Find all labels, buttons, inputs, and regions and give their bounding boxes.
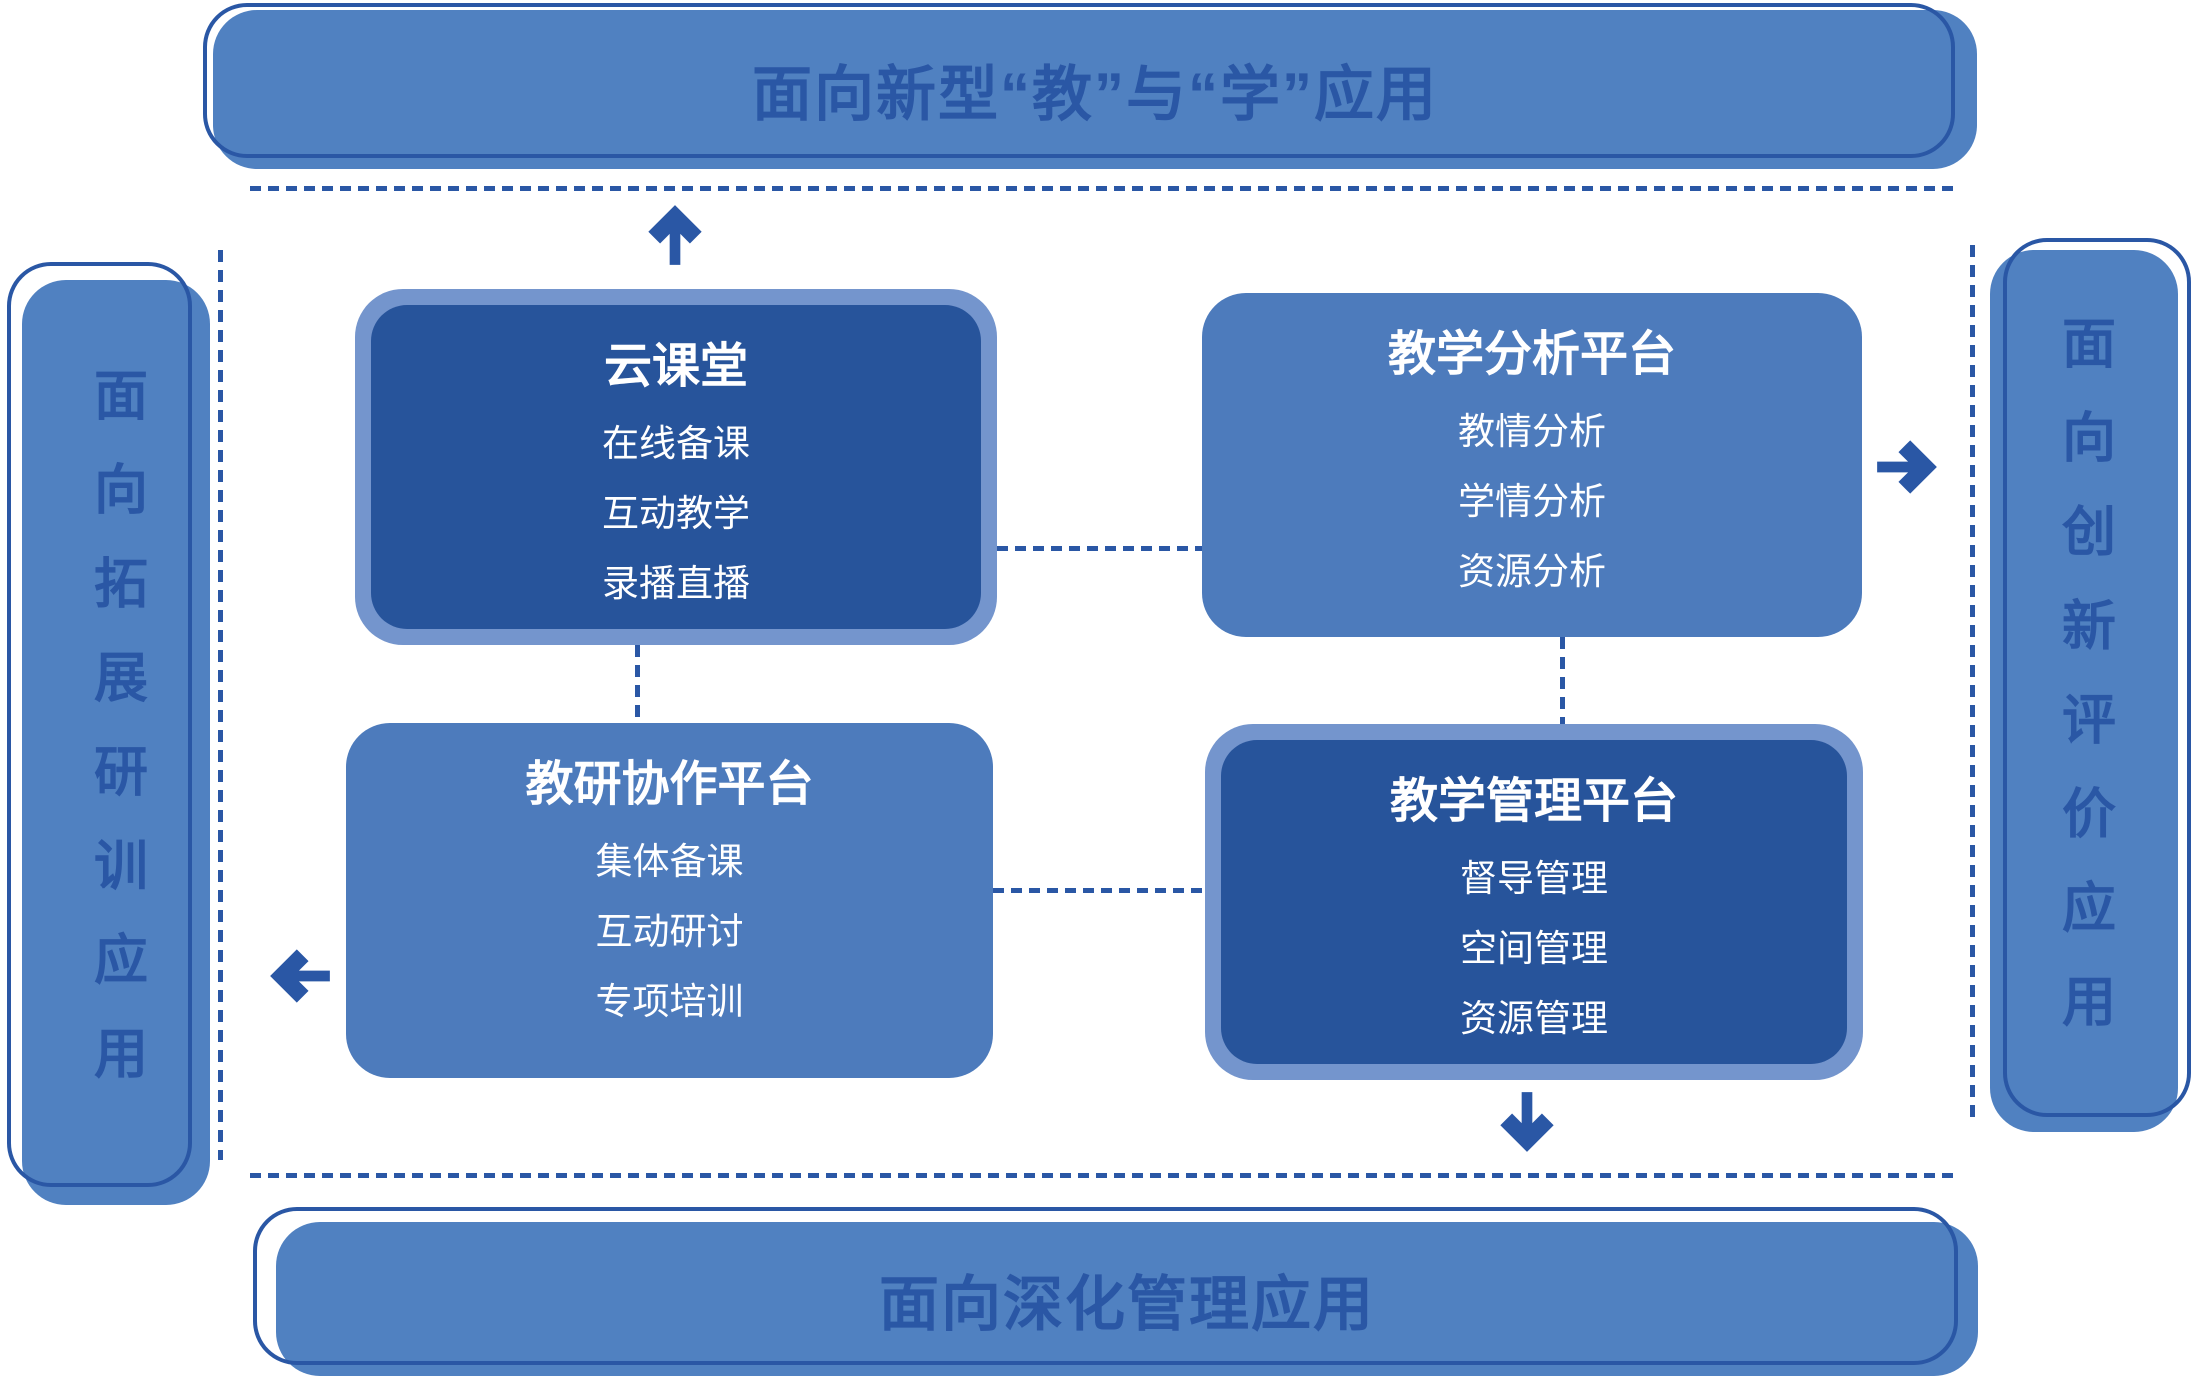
connector-analysis-to-management (1560, 637, 1565, 727)
top-banner: 面向新型“教”与“学”应用 (213, 10, 1977, 169)
left-arrow-icon (268, 944, 332, 1008)
top-dashed-divider (250, 186, 1956, 191)
teaching-management-item: 空间管理 (1460, 928, 1608, 969)
left-banner-label: 面向拓展研训应用 (85, 366, 146, 1119)
cloud-classroom-title: 云课堂 (603, 340, 748, 393)
teaching-analysis-box: 教学分析平台 教情分析 学情分析 资源分析 (1202, 293, 1862, 637)
research-collaboration-box: 教研协作平台 集体备课 互动研讨 专项培训 (346, 723, 993, 1078)
research-collaboration-item: 专项培训 (595, 981, 744, 1022)
left-banner: 面向拓展研训应用 (22, 280, 210, 1205)
teaching-analysis-item: 教情分析 (1458, 411, 1606, 452)
cloud-classroom-item: 在线备课 (602, 423, 750, 464)
cloud-classroom-item: 互动教学 (602, 493, 750, 534)
teaching-analysis-title: 教学分析平台 (1387, 328, 1676, 381)
right-arrow-icon (1875, 435, 1939, 499)
right-dashed-divider (1970, 245, 1975, 1120)
cloud-classroom-box: 云课堂 在线备课 互动教学 录播直播 (355, 289, 997, 645)
teaching-management-item: 资源管理 (1460, 998, 1608, 1039)
teaching-management-box: 教学管理平台 督导管理 空间管理 资源管理 (1205, 724, 1863, 1080)
teaching-analysis-item: 学情分析 (1458, 481, 1606, 522)
teaching-management-box-inner: 教学管理平台 督导管理 空间管理 资源管理 (1221, 740, 1847, 1064)
right-banner: 面向创新评价应用 (1990, 250, 2178, 1132)
teaching-analysis-item: 资源分析 (1458, 551, 1606, 592)
up-arrow-icon (643, 203, 707, 267)
cloud-classroom-item: 录播直播 (602, 563, 750, 604)
left-dashed-divider (218, 250, 223, 1160)
bottom-banner-label: 面向深化管理应用 (879, 1270, 1375, 1338)
teaching-management-item: 督导管理 (1460, 858, 1608, 899)
top-banner-label: 面向新型“教”与“学”应用 (752, 61, 1438, 128)
connector-cloud-to-analysis (997, 546, 1202, 551)
research-collaboration-item: 互动研讨 (595, 911, 744, 952)
right-banner-label: 面向创新评价应用 (2053, 315, 2114, 1067)
research-collaboration-title: 教研协作平台 (525, 758, 814, 811)
bottom-dashed-divider (250, 1173, 1957, 1178)
cloud-classroom-box-inner: 云课堂 在线备课 互动教学 录播直播 (371, 305, 981, 629)
teaching-management-title: 教学管理平台 (1389, 775, 1678, 828)
research-collaboration-item: 集体备课 (595, 841, 744, 882)
connector-research-to-management (993, 888, 1205, 893)
connector-cloud-to-research (635, 645, 640, 735)
bottom-banner: 面向深化管理应用 (276, 1222, 1978, 1376)
down-arrow-icon (1495, 1090, 1559, 1154)
